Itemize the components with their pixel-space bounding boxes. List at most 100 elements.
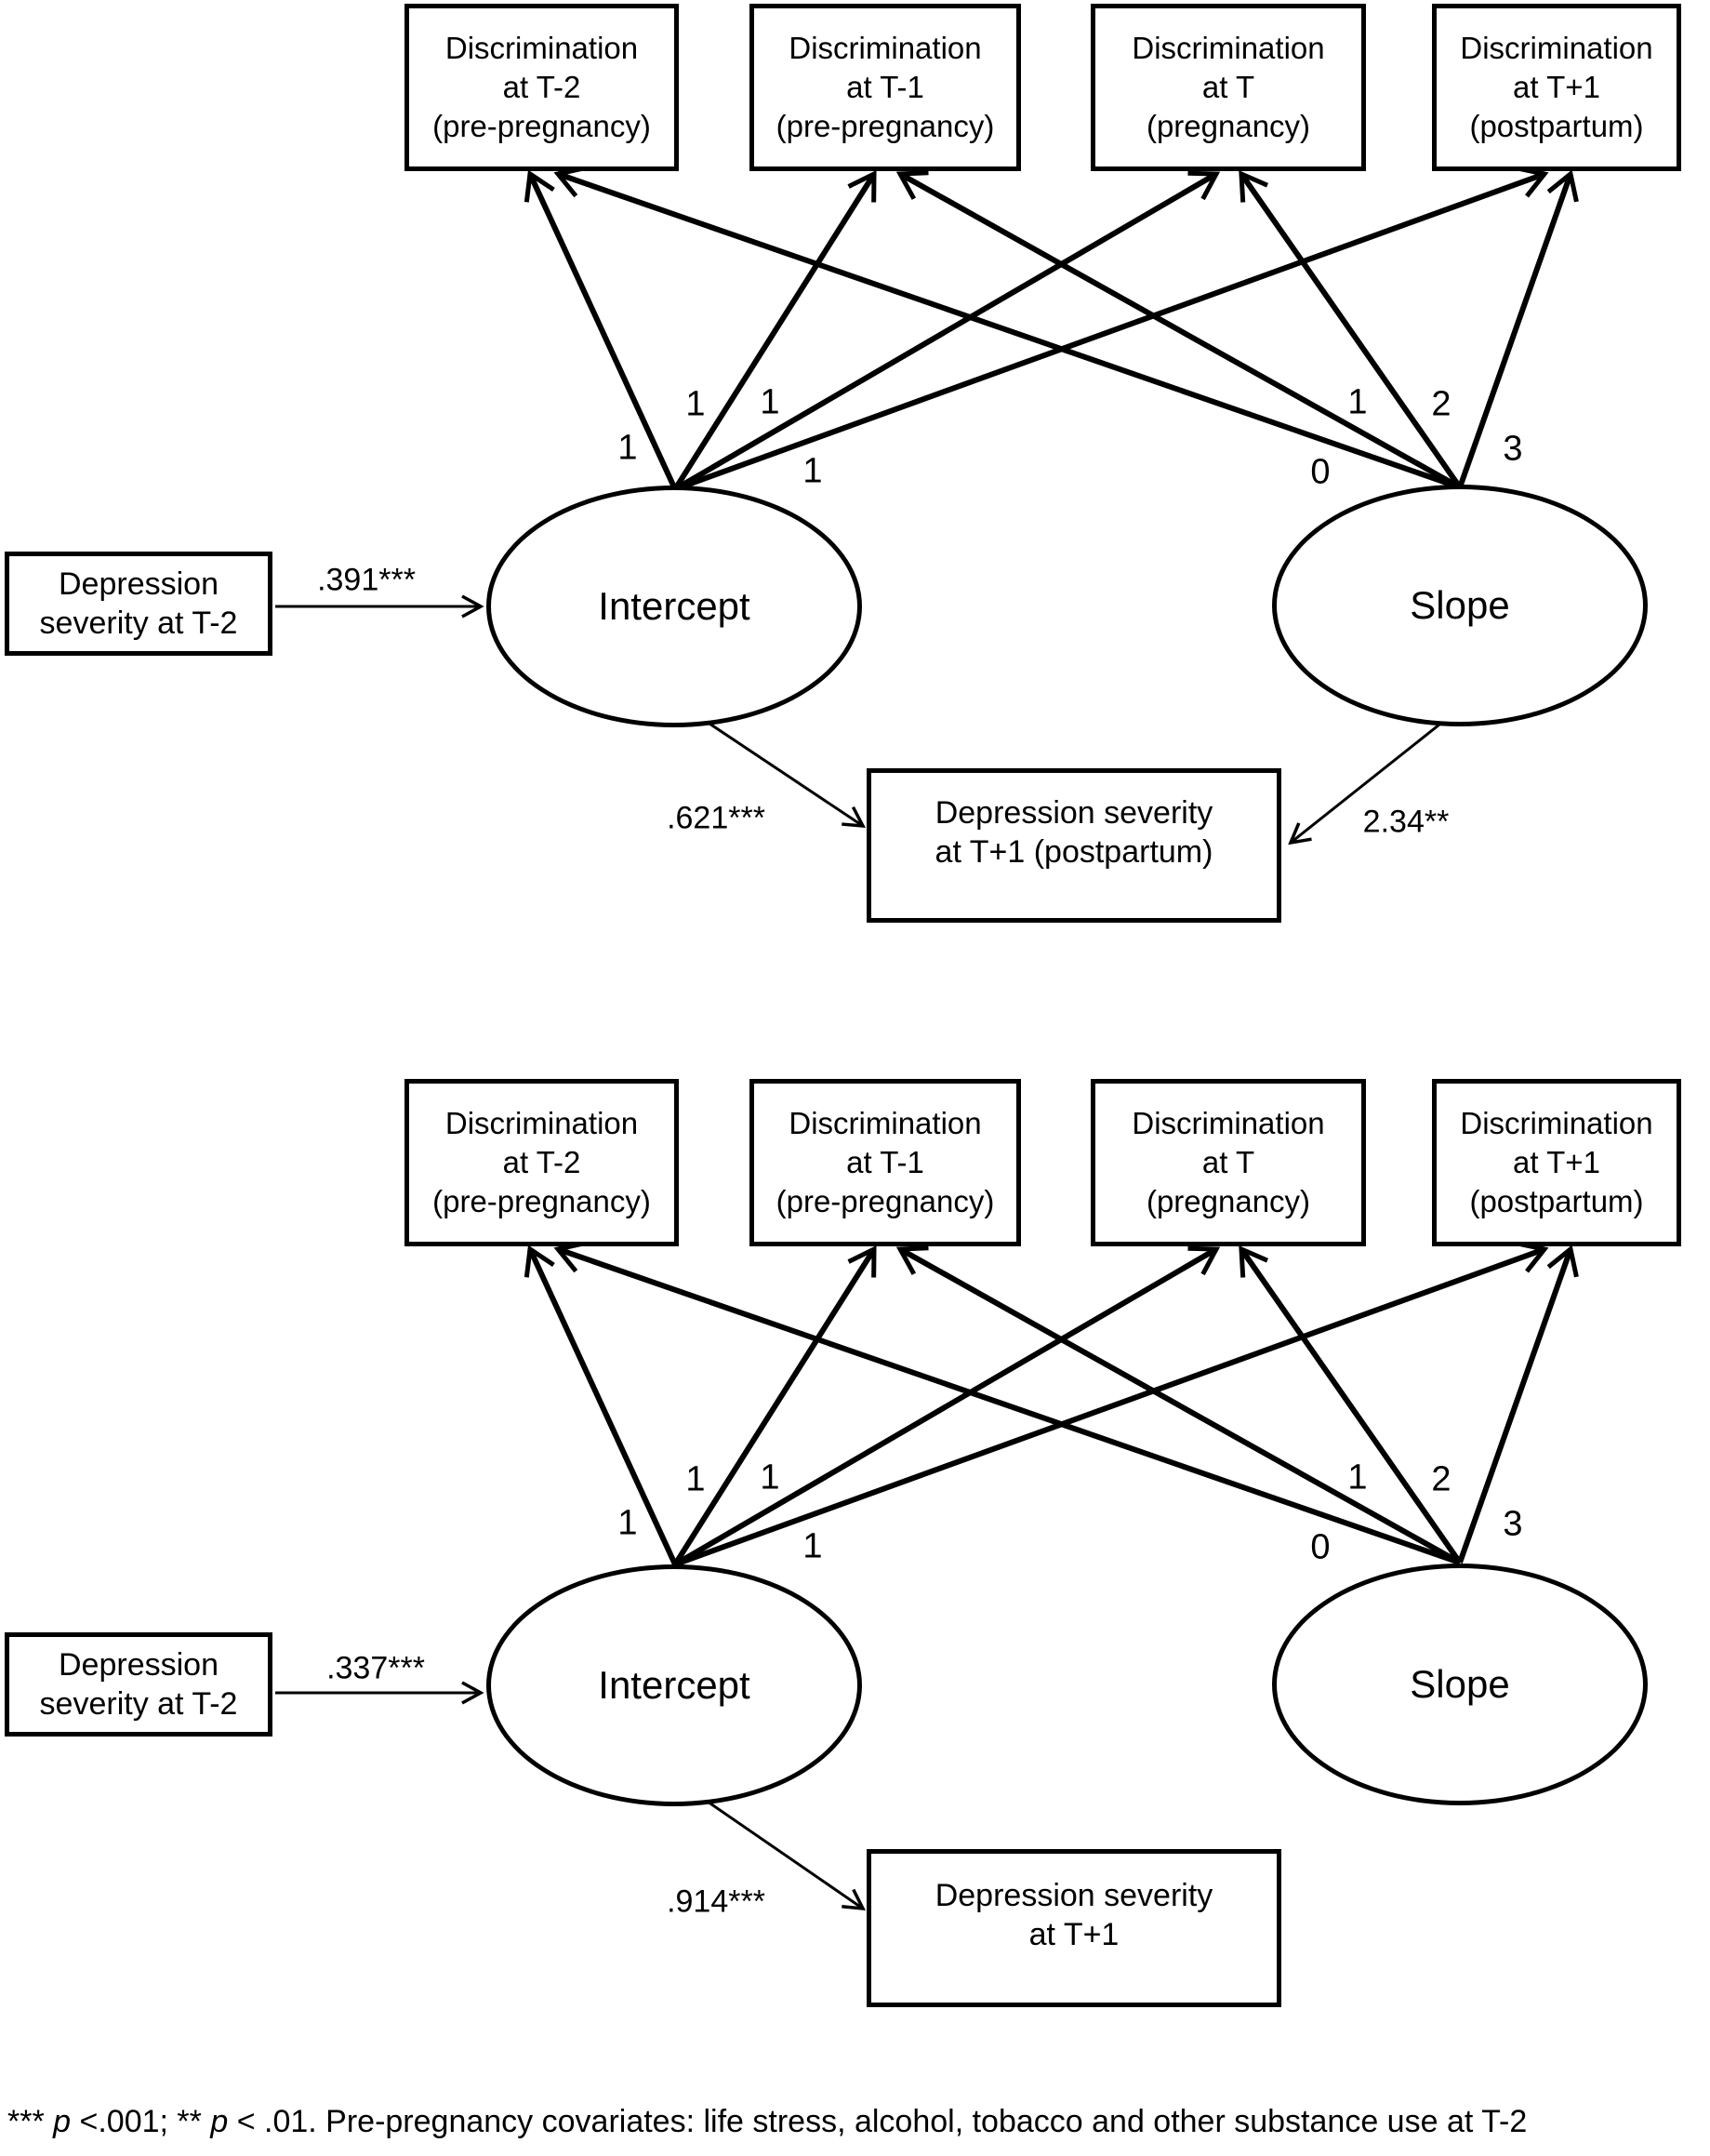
intercept-outcome-coefficient: .621*** bbox=[667, 800, 765, 836]
arrow-a-intercept-to-t-minus-1 bbox=[672, 169, 877, 491]
arrow-b-slope-to-t-minus-1 bbox=[895, 1245, 1462, 1565]
intercept-loading-label: 1 bbox=[617, 1503, 638, 1543]
indicator-label: at T-1 bbox=[846, 1145, 924, 1179]
intercept-outcome-coefficient: .914*** bbox=[667, 1883, 765, 1920]
arrow-a-intercept-to-t bbox=[673, 170, 1221, 492]
indicator-label: (pre-pregnancy) bbox=[432, 1184, 651, 1218]
predictor-box: Depression severity at T-2 bbox=[5, 1632, 272, 1737]
outcome-label: at T+1 bbox=[1028, 1917, 1120, 1952]
predictor-label: Depression bbox=[59, 1647, 219, 1683]
latent-intercept-label: Intercept bbox=[598, 584, 750, 628]
arrow-b-intercept-to-t-minus-1 bbox=[672, 1244, 877, 1566]
indicator-label: at T+1 bbox=[1513, 70, 1600, 104]
intercept-loading-label: 1 bbox=[802, 1526, 823, 1566]
arrow-a-slope-to-t-plus-1 bbox=[1457, 169, 1579, 488]
latent-intercept-label: Intercept bbox=[598, 1663, 750, 1707]
arrow-a-slope-to-t bbox=[1239, 170, 1463, 489]
indicator-label: (postpartum) bbox=[1469, 1184, 1644, 1218]
indicator-label: Discrimination bbox=[789, 1106, 982, 1140]
arrow-a-slope-to-t-minus-1 bbox=[895, 170, 1462, 490]
arrow-b-slope-to-t-minus-2 bbox=[553, 1240, 1461, 1565]
indicator-label: Discrimination bbox=[444, 1106, 639, 1140]
slope-loading-label: 2 bbox=[1431, 1459, 1452, 1499]
slope-outcome-coefficient: 2.34** bbox=[1362, 804, 1450, 840]
predictor-path-coefficient: .337*** bbox=[326, 1650, 425, 1686]
indicator-label: (pregnancy) bbox=[1146, 1184, 1311, 1218]
indicator-box-t-plus-1: Discrimination at T+1 (postpartum) bbox=[1432, 4, 1681, 171]
model-b-diagram: Discrimination at T-2 (pre-pregnancy) Di… bbox=[0, 1075, 1710, 2015]
intercept-loading-label: 1 bbox=[617, 428, 638, 468]
intercept-loading-label: 1 bbox=[802, 451, 823, 491]
indicator-box-t: Discrimination at T (pregnancy) bbox=[1091, 1079, 1366, 1246]
arrow-b-slope-to-t-plus-1 bbox=[1457, 1244, 1579, 1564]
outcome-label: Depression severity bbox=[935, 795, 1213, 831]
indicator-label: Discrimination bbox=[1460, 31, 1653, 65]
indicator-label: (pre-pregnancy) bbox=[775, 109, 995, 143]
indicator-label: Discrimination bbox=[444, 31, 639, 65]
latent-intercept: Intercept bbox=[486, 1564, 862, 1806]
indicator-label: Discrimination bbox=[1132, 1106, 1325, 1140]
arrow-b-intercept-to-t-minus-2 bbox=[524, 1244, 678, 1566]
indicator-box-t: Discrimination at T (pregnancy) bbox=[1091, 4, 1366, 171]
predictor-label: severity at T-2 bbox=[39, 1686, 238, 1722]
indicator-box-t-minus-2: Discrimination at T-2 (pre-pregnancy) bbox=[404, 4, 679, 171]
slope-loading-label: 1 bbox=[1347, 382, 1368, 422]
predictor-path-coefficient: .391*** bbox=[317, 562, 416, 598]
indicator-label: at T-1 bbox=[846, 70, 924, 104]
indicator-label: at T+1 bbox=[1513, 1145, 1600, 1179]
slope-loading-label: 0 bbox=[1310, 452, 1331, 492]
indicator-label: (pre-pregnancy) bbox=[432, 109, 651, 143]
slope-loading-label: 1 bbox=[1347, 1457, 1368, 1497]
indicator-label: (pregnancy) bbox=[1146, 109, 1311, 143]
footnote-text: < .01. Pre-pregnancy covariates: life st… bbox=[228, 2104, 1528, 2139]
intercept-loading-label: 1 bbox=[685, 384, 706, 424]
footnote-text: <.001; ** bbox=[71, 2104, 211, 2139]
indicator-label: Discrimination bbox=[1460, 1106, 1653, 1140]
outcome-box: Depression severity at T+1 bbox=[867, 1849, 1281, 2007]
model-a-diagram: Discrimination at T-2 (pre-pregnancy) Di… bbox=[0, 0, 1710, 939]
arrow-a-slope-to-outcome bbox=[1288, 719, 1445, 845]
indicator-box-t-minus-1: Discrimination at T-1 (pre-pregnancy) bbox=[749, 4, 1021, 171]
outcome-box: Depression severity at T+1 (postpartum) bbox=[867, 768, 1281, 923]
footnote: *** p <.001; ** p < .01. Pre-pregnancy c… bbox=[7, 2104, 1527, 2140]
arrow-a-slope-to-t-minus-2 bbox=[553, 165, 1461, 490]
indicator-label: Discrimination bbox=[789, 31, 982, 65]
slope-loading-label: 3 bbox=[1503, 1504, 1523, 1544]
arrow-a-intercept-to-t-minus-2 bbox=[524, 169, 678, 491]
predictor-box: Depression severity at T-2 bbox=[5, 552, 272, 656]
arrow-a-intercept-to-outcome bbox=[695, 712, 867, 829]
predictor-label: severity at T-2 bbox=[39, 606, 238, 641]
arrow-b-intercept-to-t-plus-1 bbox=[673, 1241, 1549, 1567]
latent-slope-label: Slope bbox=[1410, 583, 1510, 627]
arrow-b-slope-to-t bbox=[1239, 1245, 1463, 1564]
latent-slope-label: Slope bbox=[1410, 1662, 1510, 1706]
indicator-label: at T-2 bbox=[502, 70, 581, 104]
slope-loading-label: 2 bbox=[1431, 384, 1452, 424]
latent-intercept: Intercept bbox=[486, 486, 862, 727]
slope-loading-label: 3 bbox=[1503, 429, 1523, 469]
indicator-label: at T bbox=[1201, 70, 1255, 104]
intercept-loading-label: 1 bbox=[760, 382, 780, 422]
indicator-label: (pre-pregnancy) bbox=[775, 1184, 995, 1218]
indicator-box-t-minus-2: Discrimination at T-2 (pre-pregnancy) bbox=[404, 1079, 679, 1246]
slope-loading-label: 0 bbox=[1310, 1527, 1331, 1567]
indicator-label: (postpartum) bbox=[1469, 109, 1644, 143]
footnote-p-italic: p bbox=[210, 2104, 229, 2139]
indicator-box-t-minus-1: Discrimination at T-1 (pre-pregnancy) bbox=[749, 1079, 1021, 1246]
indicator-box-t-plus-1: Discrimination at T+1 (postpartum) bbox=[1432, 1079, 1681, 1246]
outcome-label: at T+1 (postpartum) bbox=[935, 834, 1213, 870]
latent-slope: Slope bbox=[1272, 485, 1648, 726]
footnote-text: *** bbox=[7, 2104, 54, 2139]
indicator-label: at T-2 bbox=[502, 1145, 581, 1179]
intercept-loading-label: 1 bbox=[685, 1459, 706, 1499]
predictor-label: Depression bbox=[59, 566, 219, 602]
arrow-b-intercept-to-t bbox=[673, 1245, 1221, 1567]
footnote-p-italic: p bbox=[53, 2104, 72, 2139]
outcome-label: Depression severity bbox=[935, 1878, 1213, 1913]
arrow-a-intercept-to-t-plus-1 bbox=[673, 166, 1549, 492]
latent-slope: Slope bbox=[1272, 1564, 1648, 1805]
indicator-label: Discrimination bbox=[1132, 31, 1325, 65]
arrow-b-intercept-to-outcome bbox=[695, 1791, 866, 1911]
